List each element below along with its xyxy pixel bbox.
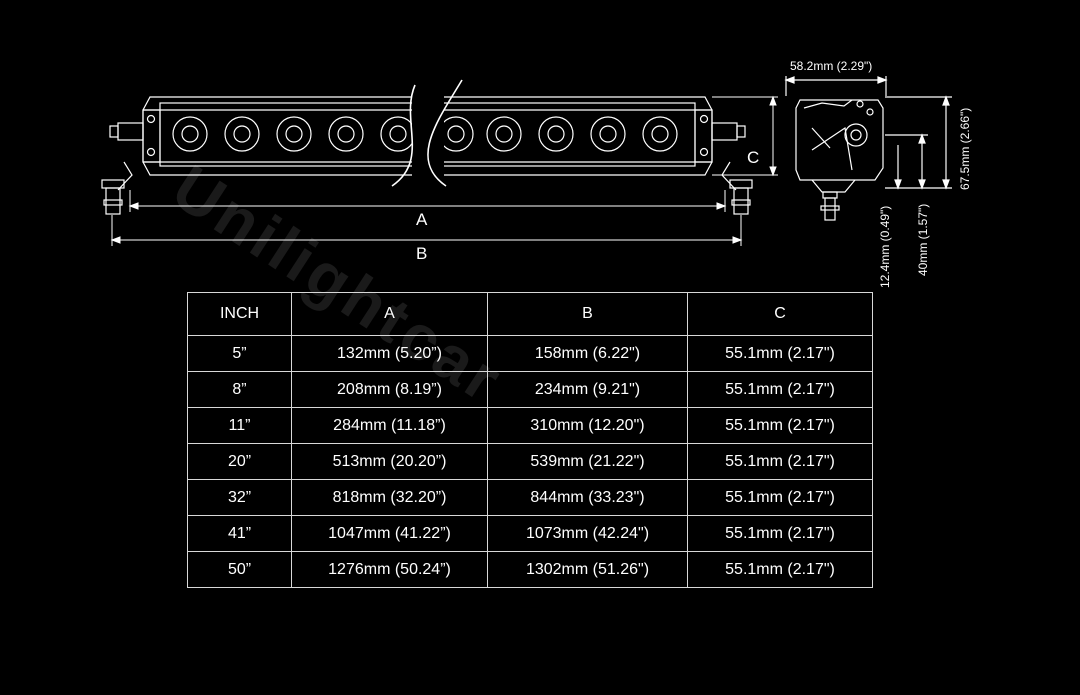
table-row: 5” 132mm (5.20”) 158mm (6.22") 55.1mm (2…	[187, 335, 873, 372]
table-row: 11” 284mm (11.18”) 310mm (12.20") 55.1mm…	[187, 407, 873, 444]
size-cell: 5”	[187, 335, 292, 372]
table-header-row: INCH A B C	[187, 292, 873, 336]
width-dimension-label: 58.2mm (2.29")	[790, 59, 873, 73]
a-cell: 818mm (32.20”)	[291, 479, 488, 516]
dimension-a-label: A	[416, 210, 428, 229]
a-cell: 513mm (20.20”)	[291, 443, 488, 480]
a-cell: 284mm (11.18”)	[291, 407, 488, 444]
light-bar-front-view	[101, 79, 753, 215]
a-cell: 1047mm (41.22”)	[291, 515, 488, 552]
column-header-b: B	[487, 292, 688, 336]
dimension-lines	[110, 95, 778, 246]
c-cell: 55.1mm (2.17")	[687, 515, 873, 552]
size-cell: 32”	[187, 479, 292, 516]
dimension-b-label: B	[416, 244, 428, 263]
table-row: 50” 1276mm (50.24”) 1302mm (51.26") 55.1…	[187, 551, 873, 588]
b-cell: 539mm (21.22")	[487, 443, 688, 480]
table-row: 20” 513mm (20.20”) 539mm (21.22") 55.1mm…	[187, 443, 873, 480]
a-cell: 1276mm (50.24”)	[291, 551, 488, 588]
b-cell: 1302mm (51.26")	[487, 551, 688, 588]
size-cell: 20”	[187, 443, 292, 480]
a-cell: 132mm (5.20”)	[291, 335, 488, 372]
size-cell: 8”	[187, 371, 292, 408]
b-cell: 158mm (6.22")	[487, 335, 688, 372]
column-header-inch: INCH	[187, 292, 292, 336]
dimension-table: INCH A B C 5” 132mm (5.20”) 158mm (6.22"…	[187, 292, 873, 588]
b-cell: 844mm (33.23")	[487, 479, 688, 516]
mount-offset-dimension-label: 12.4mm (0.49")	[878, 205, 892, 288]
dimension-c-label: C	[747, 148, 760, 167]
c-cell: 55.1mm (2.17")	[687, 551, 873, 588]
size-cell: 11”	[187, 407, 292, 444]
c-cell: 55.1mm (2.17")	[687, 371, 873, 408]
column-header-a: A	[291, 292, 488, 336]
size-cell: 50”	[187, 551, 292, 588]
a-cell: 208mm (8.19”)	[291, 371, 488, 408]
c-cell: 55.1mm (2.17")	[687, 407, 873, 444]
table-row: 32” 818mm (32.20”) 844mm (33.23") 55.1mm…	[187, 479, 873, 516]
light-bar-side-view	[784, 76, 952, 221]
column-header-c: C	[687, 292, 873, 336]
mount-height-dimension-label: 40mm (1.57")	[916, 203, 930, 276]
table-row: 41” 1047mm (41.22”) 1073mm (42.24") 55.1…	[187, 515, 873, 552]
size-cell: 41”	[187, 515, 292, 552]
c-cell: 55.1mm (2.17")	[687, 335, 873, 372]
c-cell: 55.1mm (2.17")	[687, 479, 873, 516]
b-cell: 1073mm (42.24")	[487, 515, 688, 552]
table-row: 8” 208mm (8.19”) 234mm (9.21") 55.1mm (2…	[187, 371, 873, 408]
b-cell: 234mm (9.21")	[487, 371, 688, 408]
c-cell: 55.1mm (2.17")	[687, 443, 873, 480]
b-cell: 310mm (12.20")	[487, 407, 688, 444]
height-dimension-label: 67.5mm (2.66")	[958, 107, 972, 190]
